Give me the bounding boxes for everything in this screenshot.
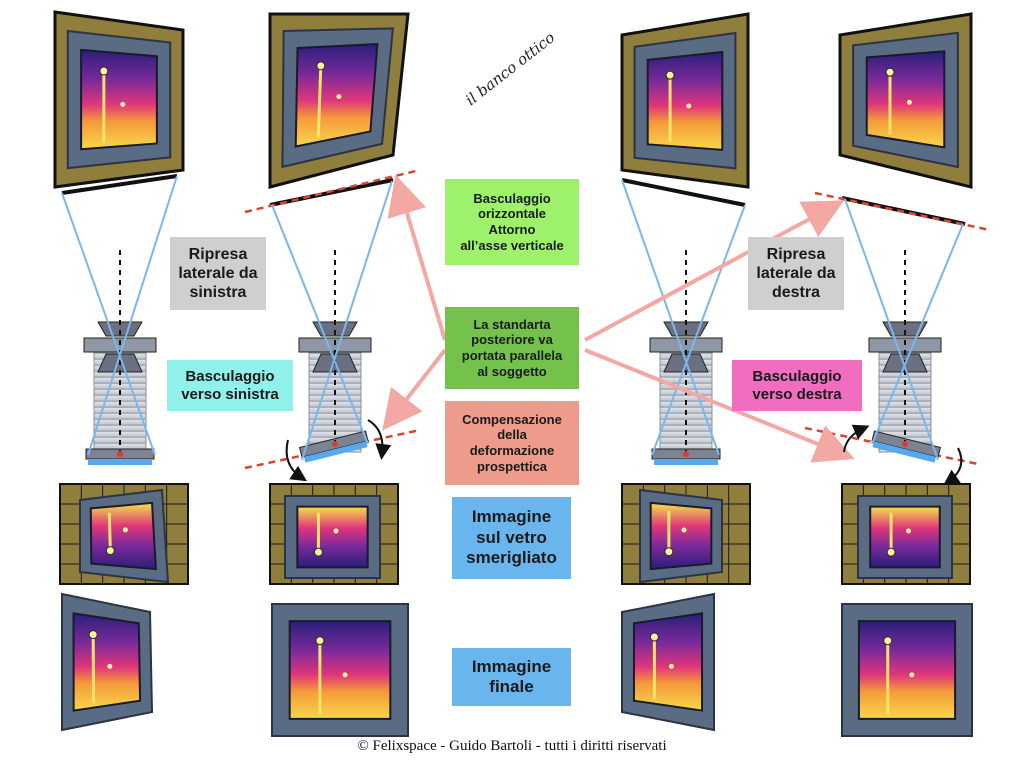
ground-glass-2-image bbox=[285, 496, 380, 578]
pink-arrow-2 bbox=[392, 350, 445, 418]
distant-lamp bbox=[906, 528, 911, 533]
distant-lamp bbox=[107, 664, 112, 669]
lamp-light bbox=[887, 548, 895, 556]
label-immagine-finale: Immagine finale bbox=[452, 648, 571, 706]
final-image-3 bbox=[622, 594, 714, 730]
ground-glass-4-image bbox=[858, 496, 952, 578]
picture bbox=[290, 621, 391, 719]
distant-lamp bbox=[334, 528, 339, 533]
focal-point bbox=[902, 441, 908, 447]
distant-lamp bbox=[682, 527, 687, 532]
distant-lamp bbox=[909, 672, 914, 677]
final-image-4 bbox=[842, 604, 972, 736]
picture bbox=[867, 51, 945, 147]
ground-glass-1-image bbox=[80, 490, 168, 582]
picture bbox=[634, 613, 702, 710]
painting-top-2 bbox=[270, 14, 408, 187]
lamp-light bbox=[106, 547, 114, 555]
focal-point bbox=[117, 451, 123, 457]
label-basculaggio-orizzontale: Basculaggio orizzontale Attorno all’asse… bbox=[445, 179, 579, 265]
picture bbox=[73, 613, 140, 710]
focal-point bbox=[332, 441, 338, 447]
back-glass bbox=[88, 459, 152, 465]
final-image-2 bbox=[272, 604, 408, 736]
picture bbox=[81, 50, 157, 149]
lamp-light bbox=[665, 548, 673, 556]
picture bbox=[296, 44, 378, 146]
distant-lamp bbox=[343, 672, 348, 677]
distant-lamp bbox=[907, 100, 912, 105]
distant-lamp bbox=[686, 104, 691, 109]
picture bbox=[648, 52, 723, 150]
label-basculaggio-destra: Basculaggio verso destra bbox=[732, 360, 862, 411]
picture bbox=[91, 503, 156, 569]
distant-lamp bbox=[120, 102, 125, 107]
lamp-light bbox=[650, 633, 658, 641]
label-standarta-parallela: La standarta posteriore va portata paral… bbox=[445, 307, 579, 389]
lamp-light bbox=[89, 631, 97, 639]
rotation-arrow-4 bbox=[948, 448, 961, 482]
rotation-arrow-2 bbox=[368, 420, 382, 454]
lamp-light bbox=[316, 637, 324, 645]
picture bbox=[870, 507, 940, 568]
pink-arrow-1 bbox=[400, 190, 445, 340]
picture bbox=[651, 503, 712, 569]
ground-glass-3-image bbox=[640, 490, 722, 582]
label-immagine-vetro: Immagine sul vetro smerigliato bbox=[452, 497, 571, 579]
camera-4 bbox=[869, 250, 941, 463]
label-basculaggio-sinistra: Basculaggio verso sinistra bbox=[167, 360, 293, 411]
rotation-arrow-3 bbox=[844, 428, 864, 452]
label-ripresa-destra: Ripresa laterale da destra bbox=[748, 237, 844, 310]
painting-top-3 bbox=[622, 14, 748, 187]
label-compensazione: Compensazione della deformazione prospet… bbox=[445, 401, 579, 485]
final-image-1 bbox=[62, 594, 152, 730]
lamp-light bbox=[317, 62, 325, 70]
lamp-light bbox=[666, 71, 674, 79]
credits: © Felixspace - Guido Bartoli - tutti i d… bbox=[0, 738, 1024, 755]
picture bbox=[297, 507, 367, 568]
distant-lamp bbox=[336, 94, 341, 99]
lamp-light bbox=[884, 637, 892, 645]
picture bbox=[859, 621, 955, 719]
distant-lamp bbox=[669, 664, 674, 669]
lamp-light bbox=[886, 68, 894, 76]
lamp-light bbox=[100, 67, 108, 75]
rotation-arrow-1 bbox=[287, 440, 302, 478]
lamp-post bbox=[109, 513, 110, 551]
label-ripresa-sinistra: Ripresa laterale da sinistra bbox=[170, 237, 266, 310]
painting-top-4 bbox=[840, 14, 971, 187]
painting-top-1 bbox=[55, 12, 183, 187]
distant-lamp bbox=[123, 527, 128, 532]
focal-point bbox=[683, 451, 689, 457]
lamp-light bbox=[314, 548, 322, 556]
back-glass bbox=[654, 459, 718, 465]
